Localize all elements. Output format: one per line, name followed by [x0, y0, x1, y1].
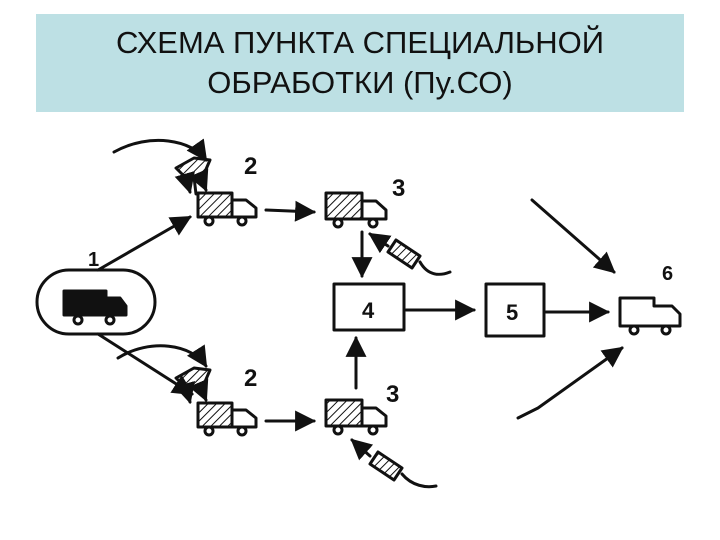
arrow-curve-bottom-sprayer [116, 344, 208, 368]
sprayer-bottom-icon [174, 366, 212, 405]
label-6: 6 [662, 263, 673, 285]
sprayer-top-icon [174, 156, 212, 196]
label-3-top: 3 [392, 175, 405, 202]
label-1: 1 [88, 249, 99, 271]
arrow-bottom-to-exit [516, 346, 624, 420]
arrow-start-to-top [96, 215, 192, 272]
wash-unit-top-icon [368, 232, 452, 276]
start-point-capsule [35, 268, 157, 336]
box-4 [332, 282, 406, 332]
arrow-start-to-bottom [96, 332, 194, 396]
truck-bottom-wash-station [324, 398, 388, 436]
arrow-top-2-to-3 [264, 200, 317, 222]
arrow-curve-top-sprayer [112, 138, 208, 162]
truck-exit-clean [618, 296, 682, 336]
truck-top-wash-station [324, 191, 388, 229]
label-2-bottom: 2 [244, 365, 257, 392]
truck-top-sprayer-station [196, 191, 258, 227]
title-line-2: ОБРАБОТКИ (Пу.СО) [207, 65, 513, 100]
truck-bottom-sprayer-station [196, 401, 258, 437]
title-banner: СХЕМА ПУНКТА СПЕЦИАЛЬНОЙ ОБРАБОТКИ (Пу.С… [36, 14, 684, 112]
wash-unit-bottom-icon [350, 438, 438, 489]
label-4: 4 [362, 298, 375, 323]
title-line-1: СХЕМА ПУНКТА СПЕЦИАЛЬНОЙ [115, 25, 605, 60]
label-3-bottom: 3 [386, 381, 399, 408]
box-5 [484, 282, 546, 338]
label-2-top: 2 [244, 153, 257, 180]
arrow-top-to-exit [530, 198, 616, 274]
label-5: 5 [506, 300, 518, 325]
